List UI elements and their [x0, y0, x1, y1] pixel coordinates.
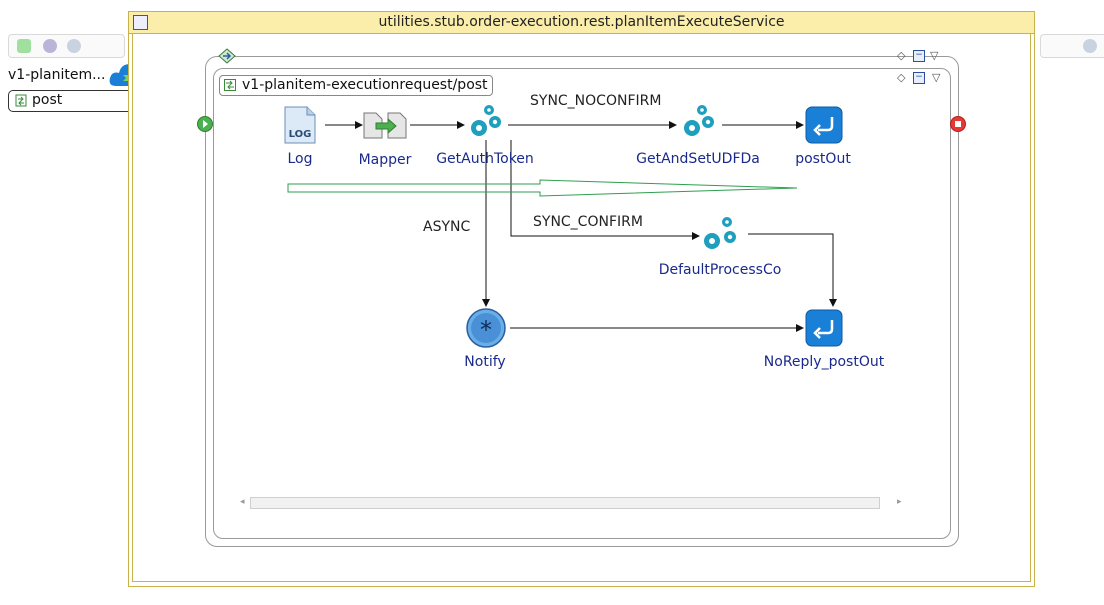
start-event-icon[interactable] [196, 115, 214, 133]
binding-name: v1-planitem... [8, 67, 106, 83]
flow-default-noreply[interactable] [748, 233, 837, 307]
process-title: v1-planitem-executionrequest/post [242, 77, 488, 93]
operation-label: post [32, 92, 63, 108]
process-icon [224, 79, 236, 91]
node-label-notify[interactable]: Notify [464, 354, 506, 370]
service-minimize-button[interactable]: − [913, 50, 925, 62]
end-event-icon[interactable] [949, 115, 967, 133]
flow-label-async[interactable]: ASYNC [423, 219, 471, 235]
mapper-icon[interactable] [362, 110, 410, 140]
process-collapse-arrows-icon[interactable]: ◇ [897, 71, 906, 84]
node-label-mapper[interactable]: Mapper [358, 152, 412, 168]
reply-icon-noreply-postout[interactable] [805, 309, 843, 347]
palette-toolbar [8, 34, 125, 58]
service-diamond-icon[interactable] [218, 48, 236, 64]
gear-icon-defaultprocess[interactable] [700, 214, 742, 252]
notify-icon[interactable]: * [465, 307, 507, 349]
scroll-right-arrow[interactable]: ▸ [897, 497, 902, 507]
component-title: utilities.stub.order-execution.rest.plan… [378, 14, 785, 30]
reply-icon-postout[interactable] [805, 106, 843, 144]
node-label-defaultprocess[interactable]: DefaultProcessCo [658, 262, 782, 278]
operation-icon [15, 94, 27, 107]
flow-label-sync-noconfirm[interactable]: SYNC_NOCONFIRM [530, 93, 662, 109]
horizontal-scrollbar[interactable] [250, 497, 880, 509]
flow-sync-confirm[interactable] [510, 140, 700, 240]
svg-text:LOG: LOG [289, 129, 312, 140]
globe-icon[interactable] [1083, 39, 1097, 53]
table-icon [133, 15, 148, 30]
scroll-left-arrow[interactable]: ◂ [240, 497, 245, 507]
process-frame [213, 68, 951, 539]
gear-icon-getandsetudf[interactable] [678, 104, 720, 140]
node-label-log[interactable]: Log [287, 151, 313, 167]
loopback-indicator [287, 179, 798, 197]
globe-icon[interactable] [67, 39, 81, 53]
reference-toolbar [1040, 34, 1104, 58]
component-body [132, 34, 1031, 582]
node-label-getandsetudf[interactable]: GetAndSetUDFDa [636, 151, 760, 167]
gear-icon-getauthtoken[interactable] [465, 104, 507, 140]
flow-label-sync-confirm[interactable]: SYNC_CONFIRM [533, 214, 643, 230]
process-chevron-down-icon[interactable]: ▽ [932, 71, 941, 84]
info-icon[interactable] [43, 39, 57, 53]
node-label-postout[interactable]: postOut [795, 151, 851, 167]
component-title-bar: utilities.stub.order-execution.rest.plan… [129, 12, 1034, 34]
service-chevron-down-icon[interactable]: ▽ [930, 49, 939, 62]
node-label-noreply-postout[interactable]: NoReply_postOut [763, 354, 885, 370]
svg-text:*: * [480, 316, 492, 344]
log-icon[interactable]: LOG [283, 106, 317, 144]
service-arrow-icon[interactable] [17, 39, 31, 53]
process-minimize-button[interactable]: − [913, 72, 925, 84]
node-label-getauthtoken[interactable]: GetAuthToken [436, 151, 534, 167]
process-title-box[interactable]: v1-planitem-executionrequest/post [219, 75, 493, 96]
service-collapse-arrows-icon[interactable]: ◇ [897, 49, 906, 62]
